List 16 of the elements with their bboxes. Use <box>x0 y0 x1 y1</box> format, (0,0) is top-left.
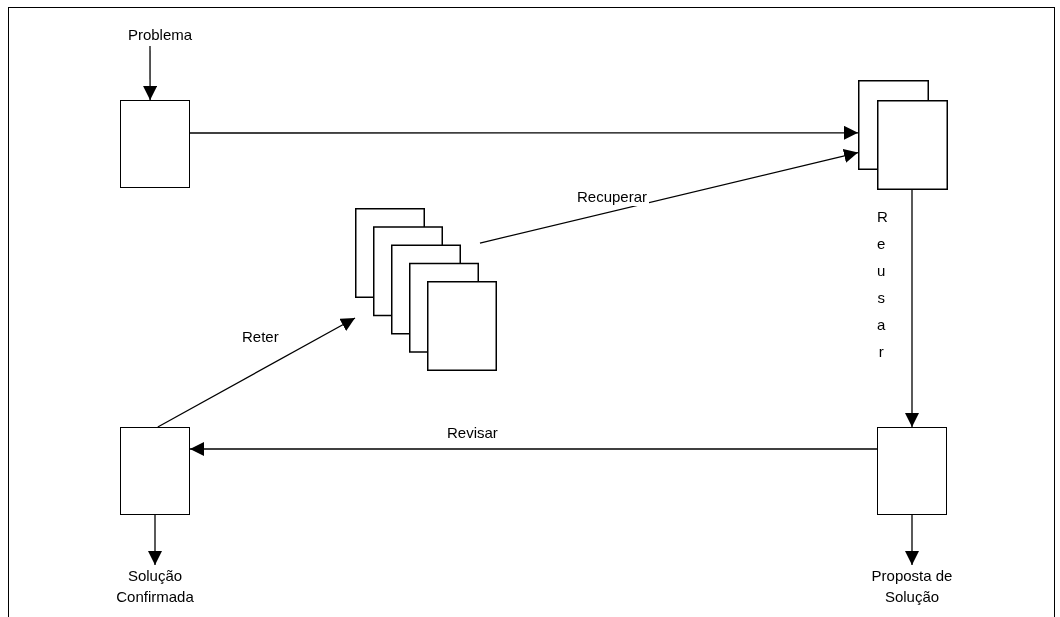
arrow <box>905 514 919 566</box>
node-label: Solução Confirmada <box>115 566 195 607</box>
arrow <box>189 125 859 140</box>
node-label: Problema <box>127 25 193 45</box>
arrow <box>157 317 356 428</box>
process-box <box>877 427 947 515</box>
arrow <box>905 189 919 428</box>
document-stack <box>858 80 948 190</box>
document-stack <box>355 208 497 371</box>
arrow <box>143 45 158 101</box>
node-label: Proposta de Solução <box>870 566 954 607</box>
arrow <box>479 149 859 244</box>
arrow <box>148 514 162 566</box>
arrow <box>189 442 878 456</box>
process-box <box>120 100 190 188</box>
process-box <box>120 427 190 515</box>
